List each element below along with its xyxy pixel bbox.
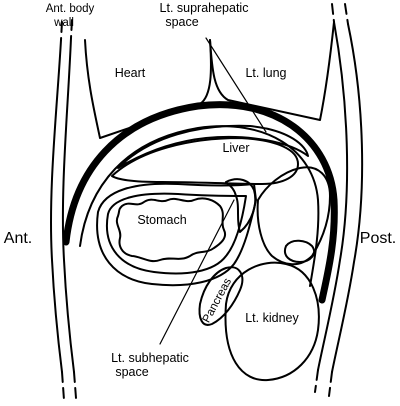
stomach-outer-wall xyxy=(96,182,257,287)
subhepatic-space-label-line2: space xyxy=(115,365,148,379)
posterior-body-wall xyxy=(314,3,364,397)
posterior-label: Post. xyxy=(360,230,396,247)
stomach-label: Stomach xyxy=(137,213,186,227)
lung-label: Lt. lung xyxy=(245,66,286,80)
heart-outline xyxy=(84,39,212,139)
pancreas-label: Pancreas xyxy=(201,276,235,325)
subhepatic-space xyxy=(225,178,257,233)
anterior-label: Ant. xyxy=(4,230,32,247)
stomach-lumen xyxy=(115,197,226,263)
suprahepatic-space xyxy=(117,124,309,169)
pancreas-outline xyxy=(198,266,244,326)
heart-label: Heart xyxy=(115,66,146,80)
diaphragm xyxy=(62,101,338,304)
subhepatic-space-label: Lt. subhepatic xyxy=(111,351,189,365)
adrenal-outline xyxy=(284,239,316,263)
subhepatic-leader-line xyxy=(159,199,235,345)
peritoneal-lining xyxy=(79,125,320,287)
liver-outline xyxy=(111,137,299,185)
suprahepatic-leader-line xyxy=(205,37,267,133)
liver-label: Liver xyxy=(222,141,249,155)
spleen-outline xyxy=(256,166,331,266)
suprahepatic-space-label: Lt. suprahepatic xyxy=(160,1,249,15)
lung-outline xyxy=(209,21,335,121)
ant-body-wall-label-line2: wall xyxy=(53,17,74,29)
kidney-label: Lt. kidney xyxy=(245,311,299,325)
suprahepatic-space-label-line2: space xyxy=(165,15,198,29)
anterior-body-wall xyxy=(50,19,77,401)
stomach-inner-wall xyxy=(105,192,247,275)
ant-body-wall-label: Ant. body xyxy=(46,3,95,15)
kidney-outline xyxy=(224,261,320,382)
